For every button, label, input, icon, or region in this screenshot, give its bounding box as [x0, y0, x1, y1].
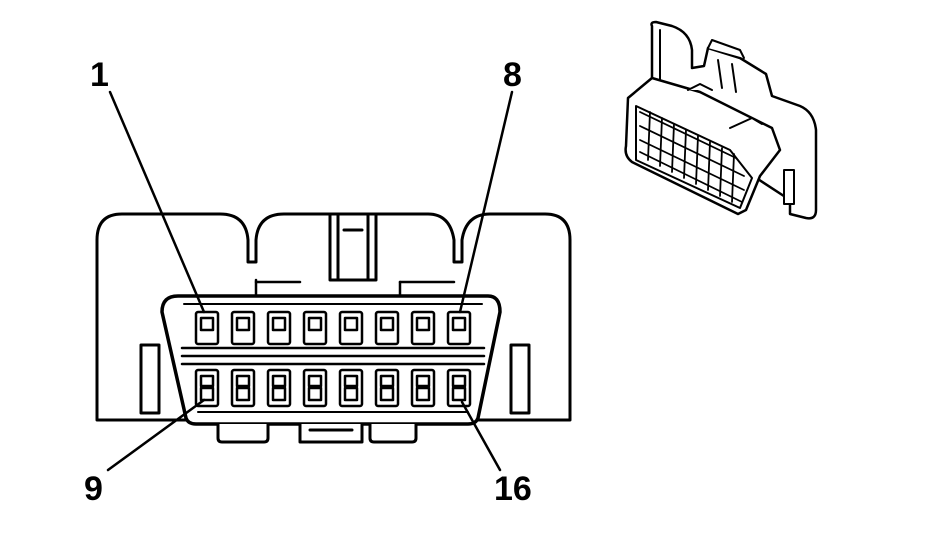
bottom-pin-row	[194, 368, 472, 408]
bottom-keys	[216, 422, 418, 444]
label-pin-9: 9	[84, 470, 103, 508]
pin-3	[266, 310, 292, 346]
top-pin-row	[194, 310, 472, 346]
right-side-slot	[509, 343, 531, 415]
leader-pin-16	[460, 400, 502, 472]
pin-10	[230, 368, 256, 408]
center-rib	[180, 346, 486, 366]
pin-5	[338, 310, 364, 346]
pin-2	[230, 310, 256, 346]
pin-7	[410, 310, 436, 346]
leader-pin-9	[106, 398, 206, 472]
leader-pin-1	[108, 90, 206, 314]
pin-4	[302, 310, 328, 346]
label-pin-16: 16	[494, 470, 532, 508]
pin-16	[446, 368, 472, 408]
connector-isometric-view	[624, 20, 818, 220]
pin-12	[302, 368, 328, 408]
label-pin-1: 1	[90, 56, 109, 94]
pin-13	[338, 368, 364, 408]
center-latch	[328, 212, 378, 282]
pin-11	[266, 368, 292, 408]
pin-14	[374, 368, 400, 408]
pin-9	[194, 368, 220, 408]
leader-pin-8	[458, 90, 514, 314]
pin-15	[410, 368, 436, 408]
pin-6	[374, 310, 400, 346]
pin-8	[446, 310, 472, 346]
left-side-slot	[139, 343, 161, 415]
pin-1	[194, 310, 220, 346]
label-pin-8: 8	[503, 56, 522, 94]
